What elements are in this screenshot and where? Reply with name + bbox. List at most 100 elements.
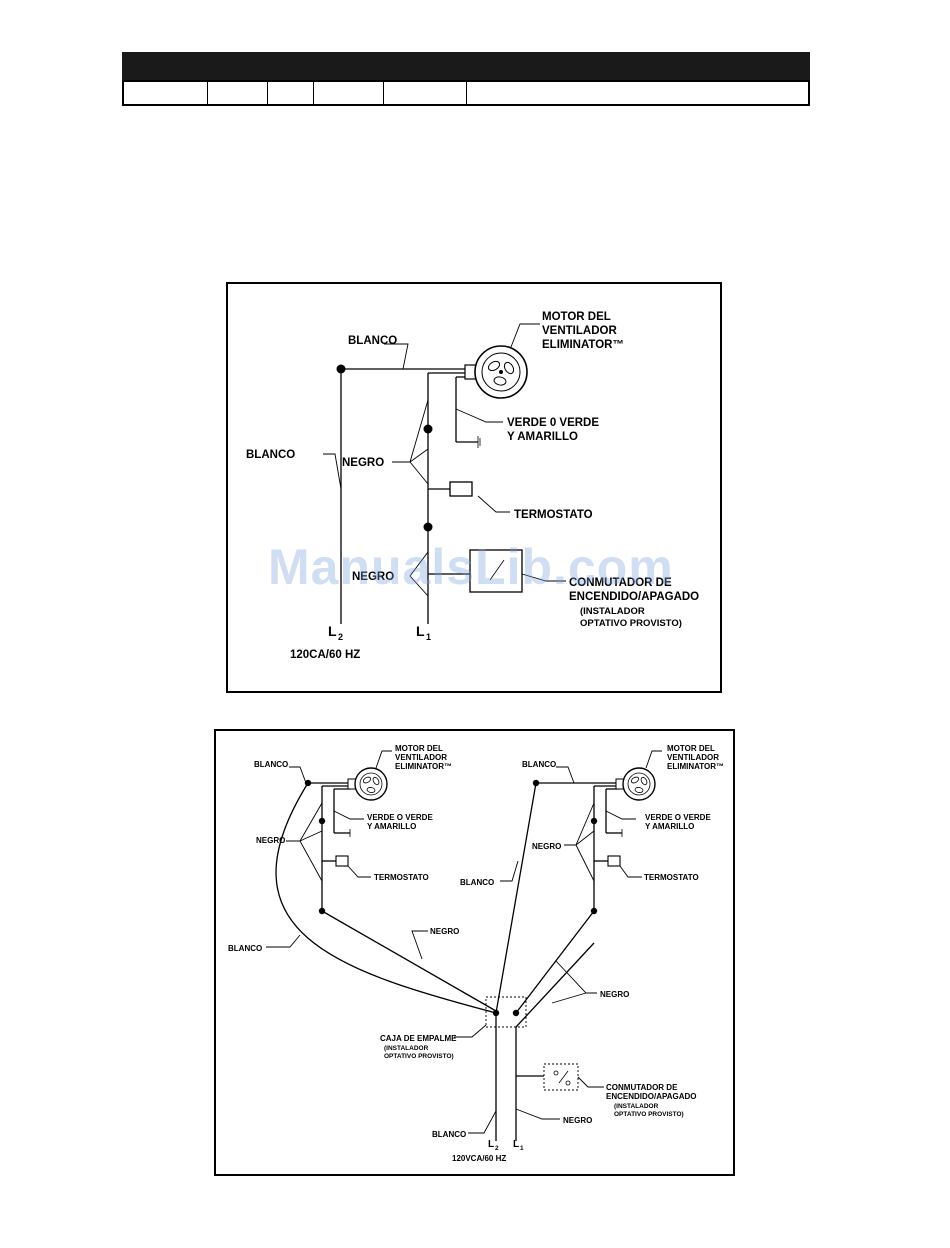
- leader: [619, 865, 642, 878]
- leader: [454, 1024, 487, 1038]
- leader: [347, 865, 371, 878]
- leader: [375, 750, 392, 769]
- leader: [515, 1108, 560, 1120]
- black-junction-dot: [423, 522, 433, 532]
- leader: [455, 408, 503, 423]
- junction-dot: [492, 1009, 500, 1017]
- leader: [521, 573, 566, 582]
- l2-subscript: 2: [338, 632, 343, 642]
- header-bar: [122, 52, 810, 80]
- leader: [409, 551, 429, 577]
- left-fan-motor-icon: [347, 767, 388, 801]
- white-wire-label: BLANCO: [228, 944, 262, 953]
- junction-dot: [318, 817, 326, 825]
- switch-lever: [489, 559, 505, 581]
- power-label: 120VCA/60 HZ: [452, 1154, 506, 1163]
- junction-label: (INSTALADOR: [384, 1045, 429, 1052]
- motor-label: VENTILADOR: [667, 753, 719, 762]
- switch-label: OPTATIVO PROVISTO): [580, 618, 682, 629]
- l2-subscript: 2: [495, 1145, 499, 1152]
- two-fan-wiring-diagram: MOTOR DEL VENTILADOR ELIMINATOR™ BLANCO …: [214, 729, 735, 1176]
- leader: [468, 1110, 497, 1134]
- junction-dot: [512, 1009, 520, 1017]
- black-wire-label: NEGRO: [352, 571, 394, 583]
- leader: [409, 575, 429, 597]
- left-white-curve: [275, 782, 497, 1014]
- white-wire-label: BLANCO: [432, 1130, 466, 1139]
- leader: [323, 453, 342, 490]
- leader: [409, 448, 429, 463]
- leader: [384, 343, 409, 370]
- leader: [477, 495, 510, 513]
- leader: [409, 461, 429, 485]
- switch-lever: [558, 1070, 569, 1084]
- header-table-row: [122, 80, 810, 106]
- header-cell: [384, 82, 467, 104]
- leader: [333, 810, 364, 820]
- black-wire-label: NEGRO: [342, 457, 384, 469]
- leader: [411, 930, 428, 960]
- black-junction-dot: [423, 424, 433, 434]
- leader: [299, 840, 323, 882]
- leader: [500, 860, 519, 882]
- white-wire-label: BLANCO: [254, 760, 288, 769]
- black-wire-label: NEGRO: [256, 836, 285, 845]
- motor-label: ELIMINATOR™: [395, 762, 452, 771]
- thermostat-label: TERMOSTATO: [374, 873, 429, 882]
- motor-label: MOTOR DEL: [542, 311, 611, 323]
- l1-label: L: [416, 623, 425, 639]
- switch-label: (INSTALADOR: [614, 1103, 659, 1110]
- left-black-to-junction: [321, 910, 497, 1012]
- leader: [556, 766, 575, 784]
- ground-icon: [477, 436, 481, 448]
- junction-dot: [590, 817, 598, 825]
- header-cell: [268, 82, 314, 104]
- power-label: 120CA/60 HZ: [290, 649, 360, 661]
- l2-label: L: [328, 623, 337, 639]
- ground-label: Y AMARILLO: [507, 431, 578, 443]
- motor-label: VENTILADOR: [542, 325, 617, 337]
- switch-label: ENCENDIDO/APAGADO: [569, 591, 699, 603]
- leader: [575, 844, 595, 882]
- switch-contact: [565, 1080, 571, 1086]
- single-fan-wiring-diagram: MOTOR DEL VENTILADOR ELIMINATOR™ BLANCO …: [226, 282, 722, 693]
- right-white-to-junction: [495, 782, 537, 1014]
- leader: [577, 1076, 604, 1088]
- right-black-to-junction: [515, 910, 595, 1014]
- leader: [286, 802, 323, 842]
- ground-label: Y AMARILLO: [367, 822, 416, 831]
- right-black-return: [515, 942, 595, 1028]
- black-wire-label: NEGRO: [532, 842, 561, 851]
- leader: [266, 934, 301, 948]
- motor-label: MOTOR DEL: [667, 744, 715, 753]
- leader: [575, 830, 595, 846]
- leader: [645, 750, 662, 769]
- leader: [551, 992, 587, 1004]
- black-wire-label: NEGRO: [430, 927, 459, 936]
- diagram-1-svg: MOTOR DEL VENTILADOR ELIMINATOR™ BLANCO …: [246, 311, 699, 661]
- motor-label: ELIMINATOR™: [667, 762, 724, 771]
- header-cell: [208, 82, 268, 104]
- leader: [289, 766, 307, 784]
- leader: [299, 830, 323, 842]
- l2-label: L: [488, 1139, 494, 1150]
- fan-motor-icon: [464, 345, 528, 399]
- ground-label: Y AMARILLO: [645, 822, 694, 831]
- switch-label: ENCENDIDO/APAGADO: [606, 1092, 697, 1101]
- motor-label: VENTILADOR: [395, 753, 447, 762]
- header-cell: [124, 82, 208, 104]
- header-cell: [467, 82, 808, 104]
- ground-label: VERDE O VERDE: [645, 813, 711, 822]
- switch-box: [543, 1063, 579, 1091]
- switch-label: OPTATIVO PROVISTO): [614, 1111, 684, 1118]
- junction-label: OPTATIVO PROVISTO): [384, 1053, 454, 1060]
- white-junction-dot: [336, 364, 346, 374]
- thermostat-icon: [335, 855, 349, 867]
- junction-label: CAJA DE EMPALME: [380, 1034, 457, 1043]
- motor-label: ELIMINATOR™: [542, 339, 624, 351]
- junction-box: [485, 996, 527, 1028]
- white-wire-label: BLANCO: [460, 878, 494, 887]
- switch-label: CONMUTADOR DE: [569, 577, 672, 589]
- thermostat-label: TERMOSTATO: [644, 873, 699, 882]
- leader: [605, 810, 636, 820]
